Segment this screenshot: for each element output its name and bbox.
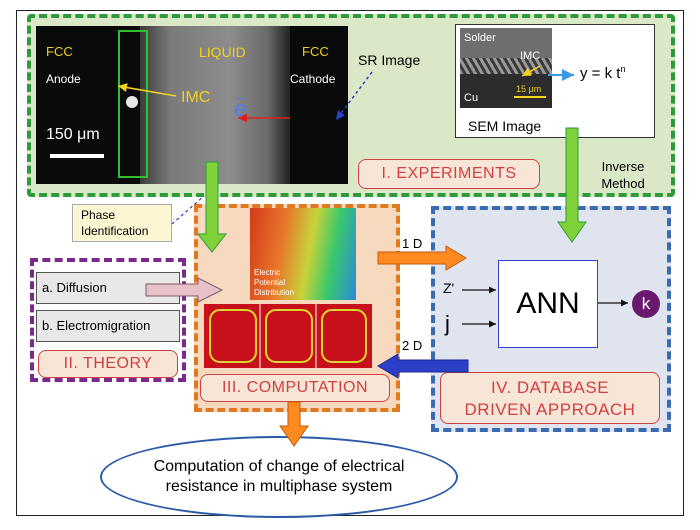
result-ellipse: Computation of change of electrical resi… [100,436,458,518]
exp-to-computation-arrow [196,161,228,253]
theory-title: II. THEORY [38,350,178,378]
cathode-label: Cathode [290,72,336,86]
electron-charge-sign: − [236,90,245,106]
one-d-label: 1 D [402,236,423,251]
fcc-right-label: FCC [302,44,329,59]
inverse-method-arrow [557,127,587,243]
computation-to-result-arrow [279,401,309,447]
sem-imc-label: IMC [520,50,541,62]
inverse-method-label: Inverse Method [601,159,645,191]
sr-micrograph: FCC Anode LIQUID FCC Cathode IMC e − 150… [36,26,348,184]
one-d-arrow [377,245,467,271]
figure-frame [16,10,684,516]
imc-pointer-arrow [117,83,177,97]
two-d-label: 2 D [402,338,423,353]
scale-bar-label: 150 μm [46,126,100,143]
cu-label: Cu [464,92,479,104]
two-d-arrow [377,353,469,379]
sem-imc-pointer [521,65,541,77]
input-z-label: Z' [443,280,455,296]
database-title: IV. DATABASE DRIVEN APPROACH [440,372,660,424]
microstructure-map [204,304,372,368]
anode-label: Anode [46,72,81,86]
imc-label: IMC [181,89,211,106]
computation-title: III. COMPUTATION [200,374,390,402]
output-k-node: k [632,290,660,318]
sem-scale-label: 15 μm [516,84,542,94]
sr-image-pointer [335,71,373,121]
experiments-title: I. EXPERIMENTS [358,159,540,189]
phase-id-pointer [171,195,205,225]
particle [126,96,138,108]
imc-highlight-box [118,30,148,178]
theory-to-computation-arrow [145,277,224,303]
liquid-region [140,26,290,184]
theory-item-electromigration: b. Electromigration [36,310,180,342]
solder-label: Solder [464,32,496,44]
cu-region [460,74,552,108]
growth-equation: y = k tn [580,64,626,82]
scale-bar [50,154,104,158]
solder-region [460,28,552,62]
potential-distribution-map: Electric Potential Distribution [250,208,356,300]
ann-block: ANN [498,260,598,348]
liquid-label: LIQUID [199,44,246,60]
potential-map-label: Electric Potential Distribution [254,268,295,297]
input-j-label: j [445,311,450,336]
fcc-left-label: FCC [46,44,73,59]
sr-image-label: SR Image [358,52,421,68]
sem-scale-bar [514,96,546,98]
phase-identification-label: Phase Identification [72,204,172,242]
sem-image-label: SEM Image [468,118,542,134]
grain-boundaries [209,304,367,368]
